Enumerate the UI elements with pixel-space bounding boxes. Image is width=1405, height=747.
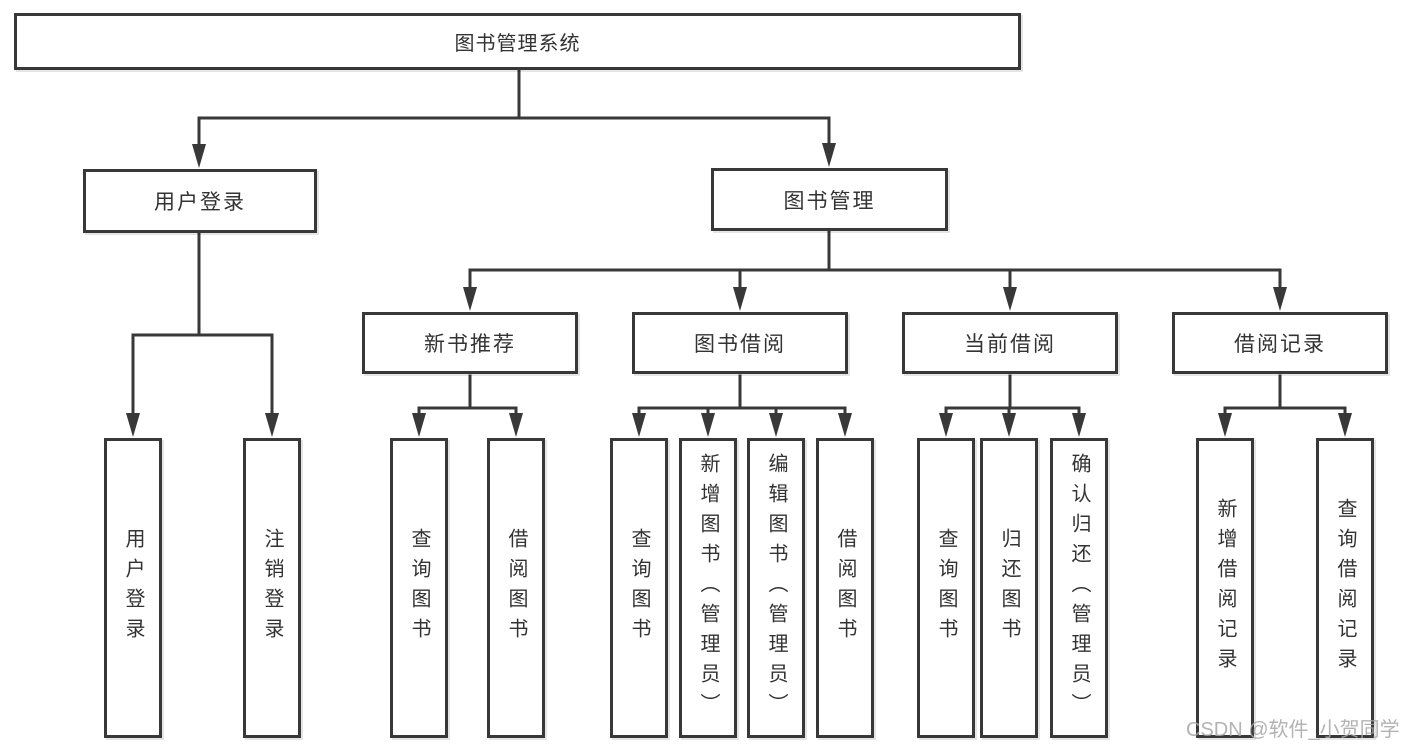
- node-new-book-recommendation: 新书推荐: [362, 312, 578, 374]
- leaf-label: 用户登录: [122, 528, 144, 648]
- leaf-label: 查询借阅记录: [1334, 498, 1356, 678]
- leaf-label: 编辑图书（管理员）: [765, 453, 787, 723]
- node-borrowing-records: 借阅记录: [1172, 312, 1388, 374]
- leaf-label: 注销登录: [261, 528, 283, 648]
- leaf-label: 查询图书: [408, 528, 430, 648]
- leaf-add-borrow-record: 新增借阅记录: [1196, 438, 1254, 738]
- node-current-borrowing: 当前借阅: [902, 312, 1118, 374]
- leaf-label: 查询图书: [935, 528, 957, 648]
- leaf-label: 确认归还（管理员）: [1068, 453, 1090, 723]
- leaf-borrow-book-recommend: 借阅图书: [487, 438, 545, 738]
- leaf-query-book-recommend: 查询图书: [390, 438, 448, 738]
- leaf-edit-book-admin: 编辑图书（管理员）: [747, 438, 805, 738]
- leaf-confirm-return-admin: 确认归还（管理员）: [1050, 438, 1108, 738]
- leaf-query-borrow-record: 查询借阅记录: [1316, 438, 1374, 738]
- leaf-logout: 注销登录: [243, 438, 301, 738]
- leaf-return-book: 归还图书: [980, 438, 1038, 738]
- leaf-label: 查询图书: [628, 528, 650, 648]
- leaf-label: 新增借阅记录: [1214, 498, 1236, 678]
- leaf-label: 新增图书（管理员）: [697, 453, 719, 723]
- leaf-label: 借阅图书: [505, 528, 527, 648]
- leaf-label: 借阅图书: [834, 528, 856, 648]
- node-book-borrowing: 图书借阅: [632, 312, 848, 374]
- csdn-watermark: CSDN @软件_小贺同学: [1186, 719, 1400, 741]
- node-user-login: 用户登录: [83, 169, 317, 233]
- leaf-query-book-borrowing: 查询图书: [610, 438, 668, 738]
- leaf-user-login: 用户登录: [104, 438, 162, 738]
- node-root: 图书管理系统: [14, 13, 1021, 70]
- leaf-add-book-admin: 新增图书（管理员）: [679, 438, 737, 738]
- node-book-management: 图书管理: [711, 168, 948, 231]
- leaf-label: 归还图书: [998, 528, 1020, 648]
- leaf-borrow-book: 借阅图书: [816, 438, 874, 738]
- leaf-query-book-current: 查询图书: [917, 438, 975, 738]
